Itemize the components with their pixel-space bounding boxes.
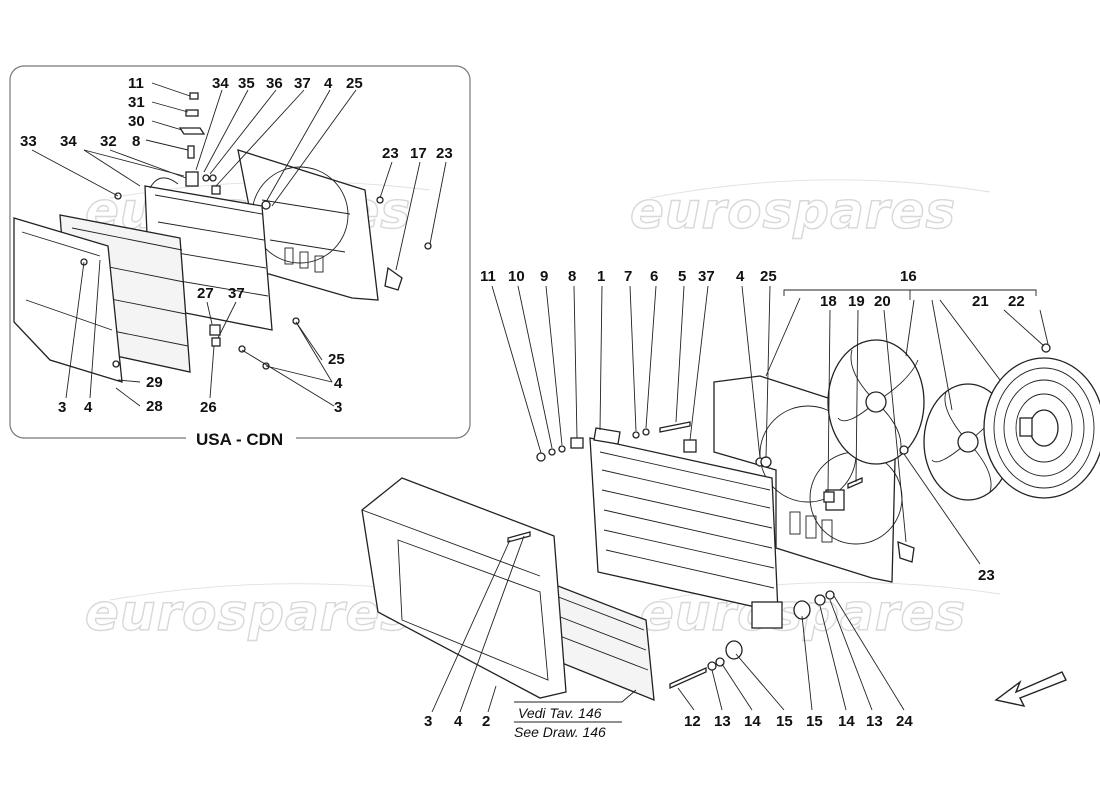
radiator bbox=[589, 427, 783, 629]
callout-label: 3 bbox=[424, 713, 432, 730]
callout-label: 13 bbox=[714, 713, 731, 730]
callout-label: 29 bbox=[146, 374, 163, 391]
callout-label: 15 bbox=[806, 713, 823, 730]
inset-leaders bbox=[31, 82, 447, 407]
callout-label: 22 bbox=[1008, 293, 1025, 310]
callout-label: 37 bbox=[698, 268, 715, 285]
callout-label: 37 bbox=[228, 285, 245, 302]
callout-label: 36 bbox=[266, 75, 283, 92]
callout-label: 25 bbox=[328, 351, 345, 368]
watermark: eurospares bbox=[85, 584, 411, 642]
callout-label: 31 bbox=[128, 94, 145, 111]
callout-label: 3 bbox=[58, 399, 66, 416]
callout-label: 34 bbox=[60, 133, 77, 150]
callout-label: 17 bbox=[410, 145, 427, 162]
callout-label: 25 bbox=[760, 268, 777, 285]
callout-label: 16 bbox=[900, 268, 917, 285]
callout-label: 21 bbox=[972, 293, 989, 310]
callout-label: 9 bbox=[540, 268, 548, 285]
watermark: eurospares bbox=[630, 182, 956, 240]
callout-label: 26 bbox=[200, 399, 217, 416]
inset-callouts: 11 31 30 8 34 35 36 37 4 25 33 34 32 23 … bbox=[20, 75, 453, 416]
inset-panel: 11 31 30 8 34 35 36 37 4 25 33 34 32 23 … bbox=[9, 65, 471, 450]
callout-label: 23 bbox=[978, 567, 995, 584]
callout-label: 25 bbox=[346, 75, 363, 92]
callout-label: 4 bbox=[84, 399, 93, 416]
main-view: 11 10 9 8 1 7 6 5 37 4 25 16 18 19 20 21… bbox=[361, 268, 1100, 740]
callout-label: 32 bbox=[100, 133, 117, 150]
callout-label: 23 bbox=[436, 145, 453, 162]
callout-label: 15 bbox=[776, 713, 793, 730]
callout-label: 30 bbox=[128, 113, 145, 130]
callout-label: 11 bbox=[128, 75, 144, 92]
main-callouts: 11 10 9 8 1 7 6 5 37 4 25 16 18 19 20 21… bbox=[424, 268, 1025, 730]
callout-label: 19 bbox=[848, 293, 865, 310]
callout-label: 35 bbox=[238, 75, 255, 92]
callout-label: 7 bbox=[624, 268, 632, 285]
fan-blade bbox=[827, 339, 925, 465]
callout-label: 34 bbox=[212, 75, 229, 92]
arrow-icon bbox=[994, 671, 1067, 707]
callout-label: 28 bbox=[146, 398, 163, 415]
callout-label: 18 bbox=[820, 293, 837, 310]
callout-label: 10 bbox=[508, 268, 525, 285]
callout-label: 20 bbox=[874, 293, 891, 310]
inset-air-duct bbox=[13, 217, 123, 383]
callout-label: 27 bbox=[197, 285, 214, 302]
callout-label: 13 bbox=[866, 713, 883, 730]
callout-label: 2 bbox=[482, 713, 490, 730]
callout-label: 11 bbox=[480, 268, 496, 285]
see-drawing-reference: Vedi Tav. 146 See Draw. 146 bbox=[514, 705, 622, 740]
callout-label: 4 bbox=[736, 268, 745, 285]
callout-label: 4 bbox=[334, 375, 343, 392]
callout-label: 23 bbox=[382, 145, 399, 162]
callout-label: 4 bbox=[324, 75, 333, 92]
callout-label: 5 bbox=[678, 268, 686, 285]
reference-line: See Draw. 146 bbox=[514, 724, 606, 740]
main-leaders bbox=[431, 285, 1049, 713]
callout-label: 14 bbox=[838, 713, 855, 730]
callout-label: 6 bbox=[650, 268, 658, 285]
callout-label: 37 bbox=[294, 75, 311, 92]
reference-line: Vedi Tav. 146 bbox=[518, 705, 602, 721]
callout-label: 4 bbox=[454, 713, 463, 730]
callout-label: 3 bbox=[334, 399, 342, 416]
callout-label: 8 bbox=[132, 133, 140, 150]
inset-hardware bbox=[80, 92, 432, 370]
callout-label: 14 bbox=[744, 713, 761, 730]
callout-label: 33 bbox=[20, 133, 37, 150]
callout-label: 1 bbox=[597, 268, 605, 285]
callout-label: 12 bbox=[684, 713, 701, 730]
callout-label: 24 bbox=[896, 713, 913, 730]
air-duct bbox=[361, 477, 567, 699]
inset-caption: USA - CDN bbox=[196, 430, 283, 449]
fan-motor bbox=[983, 357, 1100, 499]
callout-label: 8 bbox=[568, 268, 576, 285]
